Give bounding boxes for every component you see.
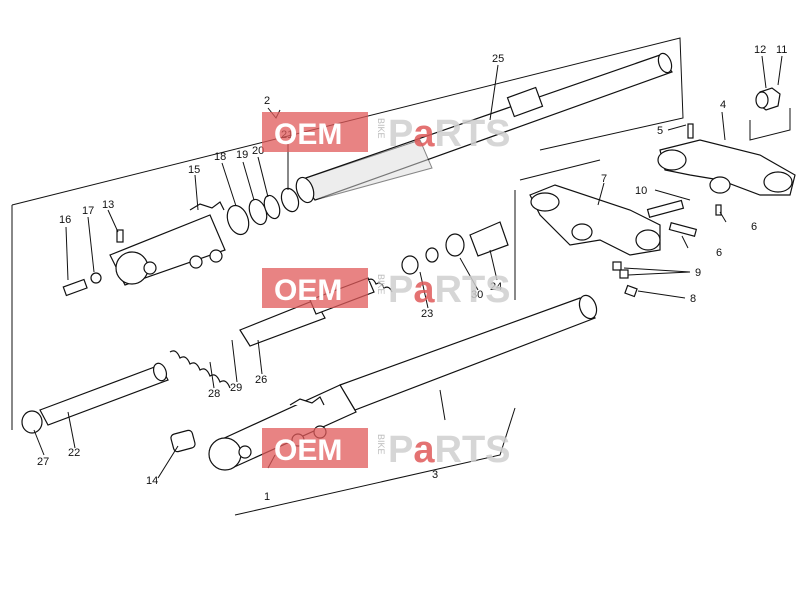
- callout-6-upper: 6: [751, 221, 757, 233]
- svg-text:PaRTS: PaRTS: [388, 113, 511, 155]
- fork-leg-bottom: [170, 294, 598, 471]
- callout-8: 8: [690, 293, 696, 305]
- callout-10: 10: [635, 185, 647, 197]
- callout-26: 26: [255, 374, 267, 386]
- callout-11: 11: [776, 44, 787, 56]
- callout-12: 12: [754, 44, 766, 56]
- svg-text:BIKE: BIKE: [376, 434, 386, 455]
- callout-labels: 1 2 3 4 5 6 6 7 8 9 10 11 12 13 14 15 16…: [37, 44, 787, 503]
- lower-triple-clamp: [529, 184, 685, 256]
- callout-6-lower: 6: [716, 247, 722, 259]
- callout-7: 7: [601, 173, 607, 185]
- svg-text:BIKE: BIKE: [376, 274, 386, 295]
- callout-4: 4: [720, 99, 726, 111]
- callout-23: 23: [421, 308, 433, 320]
- callout-15: 15: [188, 164, 200, 176]
- callout-24: 24: [490, 281, 502, 293]
- svg-text:OEM: OEM: [274, 274, 342, 307]
- damper-rod: [21, 221, 509, 434]
- callout-18: 18: [214, 151, 226, 163]
- callout-1: 1: [264, 491, 270, 503]
- callout-20: 20: [252, 145, 264, 157]
- callout-27: 27: [37, 456, 49, 468]
- svg-text:PaRTS: PaRTS: [388, 269, 511, 311]
- watermark-bottom: OEM BIKE PaRTS: [262, 428, 511, 471]
- svg-text:OEM: OEM: [274, 434, 342, 467]
- seal-stack-top: [226, 187, 300, 236]
- svg-text:OEM: OEM: [274, 118, 342, 151]
- watermark-top: OEM BIKE PaRTS: [262, 112, 511, 155]
- callout-5: 5: [657, 125, 663, 137]
- callout-17: 17: [82, 205, 94, 217]
- callout-29: 29: [230, 382, 242, 394]
- callout-16: 16: [59, 214, 71, 226]
- callout-14: 14: [146, 475, 158, 487]
- callout-28: 28: [208, 388, 220, 400]
- callout-13: 13: [102, 199, 114, 211]
- leader-lines: [33, 55, 783, 479]
- callout-2: 2: [264, 95, 270, 107]
- fork-tube-top: [295, 52, 673, 204]
- upper-triple-clamp: [657, 87, 796, 216]
- clamp-bolts: [612, 222, 698, 298]
- callout-19: 19: [236, 149, 248, 161]
- callout-25: 25: [492, 53, 504, 65]
- callout-30: 30: [471, 289, 483, 301]
- svg-text:BIKE: BIKE: [376, 118, 386, 139]
- watermark-middle: OEM BIKE PaRTS: [262, 268, 511, 311]
- svg-text:PaRTS: PaRTS: [388, 429, 511, 471]
- callout-22: 22: [68, 447, 80, 459]
- callout-3: 3: [432, 469, 438, 481]
- callout-9: 9: [695, 267, 701, 279]
- slider-top: [62, 201, 226, 297]
